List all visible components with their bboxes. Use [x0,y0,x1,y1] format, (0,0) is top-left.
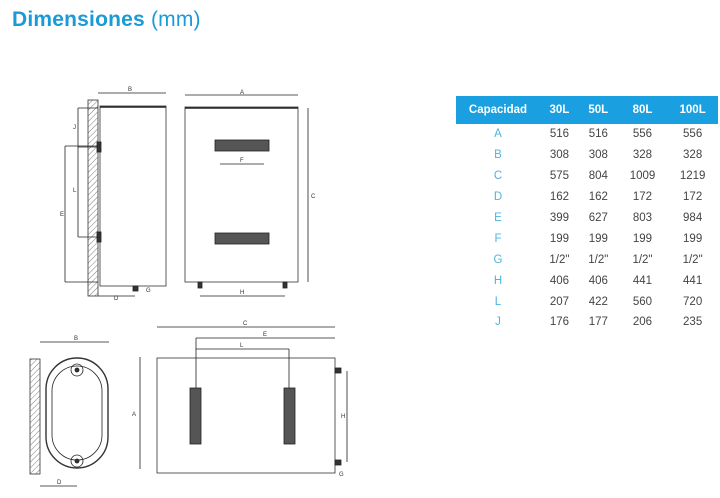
dim-label-G-horiz: G [339,472,344,478]
dim-label-C: C [311,194,316,200]
cell: 441 [632,274,653,287]
row-label: D [493,191,503,204]
cell: 803 [632,212,653,224]
table-row: H 406 406 441 441 [456,270,718,291]
dim-label-A-end: A [132,412,136,418]
header-30l: 30L [540,96,579,124]
cell: 399 [549,212,570,224]
dim-label-E: E [60,212,64,218]
table-row: A 516 516 556 556 [456,124,718,145]
dim-label-E-horiz: E [263,332,267,338]
table-row: C 575 804 1009 1219 [456,166,718,187]
cell: 328 [632,149,653,162]
cell: 1/2" [549,253,570,266]
cell: 720 [683,295,703,308]
cell: 206 [632,316,653,329]
dim-label-G: G [146,288,151,294]
cell: 406 [549,274,570,287]
cell: 627 [588,212,608,224]
cell: 172 [632,191,653,204]
cell: 1219 [679,170,706,183]
cell: 207 [549,295,570,308]
cell: 199 [549,232,570,245]
dimensions-table: Capacidad 30L 50L 80L 100L A 516 516 556 556… [456,96,718,333]
table-row: L 207 422 560 720 [456,291,718,312]
row-label: H [493,274,503,287]
table-row: D 162 162 172 172 [456,187,718,208]
row-label: E [494,212,502,224]
title-unit: (mm) [150,8,201,31]
row-label: G [493,253,503,266]
table-row: E 399 627 803 984 [456,208,718,229]
cell: 516 [588,128,608,141]
table-row: J 176 177 206 235 [456,312,718,333]
dim-label-C-horiz: C [243,321,248,327]
row-label: B [494,149,502,162]
cell: 172 [683,191,703,204]
cell: 1/2" [588,253,609,266]
table-row: B 308 308 328 328 [456,145,718,166]
cell: 422 [588,295,608,308]
cell: 162 [588,191,608,204]
dim-label-D-end: D [57,480,62,486]
dim-label-L: L [73,188,77,194]
cell: 199 [632,232,653,245]
horizontal-end-view: B D A [29,336,141,487]
title-main: Dimensiones [12,8,145,31]
cell: 575 [549,170,570,183]
cell: 516 [549,128,570,141]
cell: 199 [683,232,703,245]
row-label: F [494,232,502,245]
dim-label-F: F [240,158,244,164]
dim-label-L-horiz: L [240,343,244,349]
table-header-row: Capacidad 30L 50L 80L 100L [456,96,718,124]
dim-label-A: A [240,90,244,96]
header-50l: 50L [578,96,618,124]
cell: 199 [588,232,608,245]
row-label: C [493,170,503,183]
cell: 177 [588,316,608,329]
cell: 556 [632,128,653,141]
cell: 984 [683,212,703,224]
dim-label-H-horiz: H [341,414,345,420]
table-row: G 1/2" 1/2" 1/2" 1/2" [456,249,718,270]
row-label: A [494,128,502,141]
cell: 556 [683,128,703,141]
cell: 1009 [629,170,656,183]
table-row: F 199 199 199 199 [456,228,718,249]
cell: 162 [549,191,570,204]
cell: 406 [588,274,608,287]
dim-label-H: H [240,290,244,296]
dim-label-B-end: B [74,336,78,342]
cell: 235 [683,316,703,329]
cell: 560 [632,295,653,308]
page-title: Dimensiones (mm) [12,8,201,32]
cell: 1/2" [632,253,653,266]
cell: 328 [683,149,703,162]
header-100l: 100L [667,96,718,124]
vertical-side-view: B J L E D G [60,87,167,302]
technical-drawings: B J L E D G A F C H [29,87,348,487]
dim-label-J: J [73,125,76,131]
cell: 804 [588,170,608,183]
vertical-front-view: A F C H [184,90,316,297]
cell: 1/2" [682,253,703,266]
cell: 441 [683,274,703,287]
row-label: L [494,295,502,308]
dim-label-D: D [114,296,119,302]
row-label: J [495,316,501,329]
cell: 308 [588,149,608,162]
horizontal-side-view: C E L H G [156,321,348,478]
header-capacidad: Capacidad [456,96,540,124]
cell: 176 [549,316,570,329]
dim-label-B: B [128,87,132,93]
cell: 308 [549,149,570,162]
header-80l: 80L [617,96,668,124]
